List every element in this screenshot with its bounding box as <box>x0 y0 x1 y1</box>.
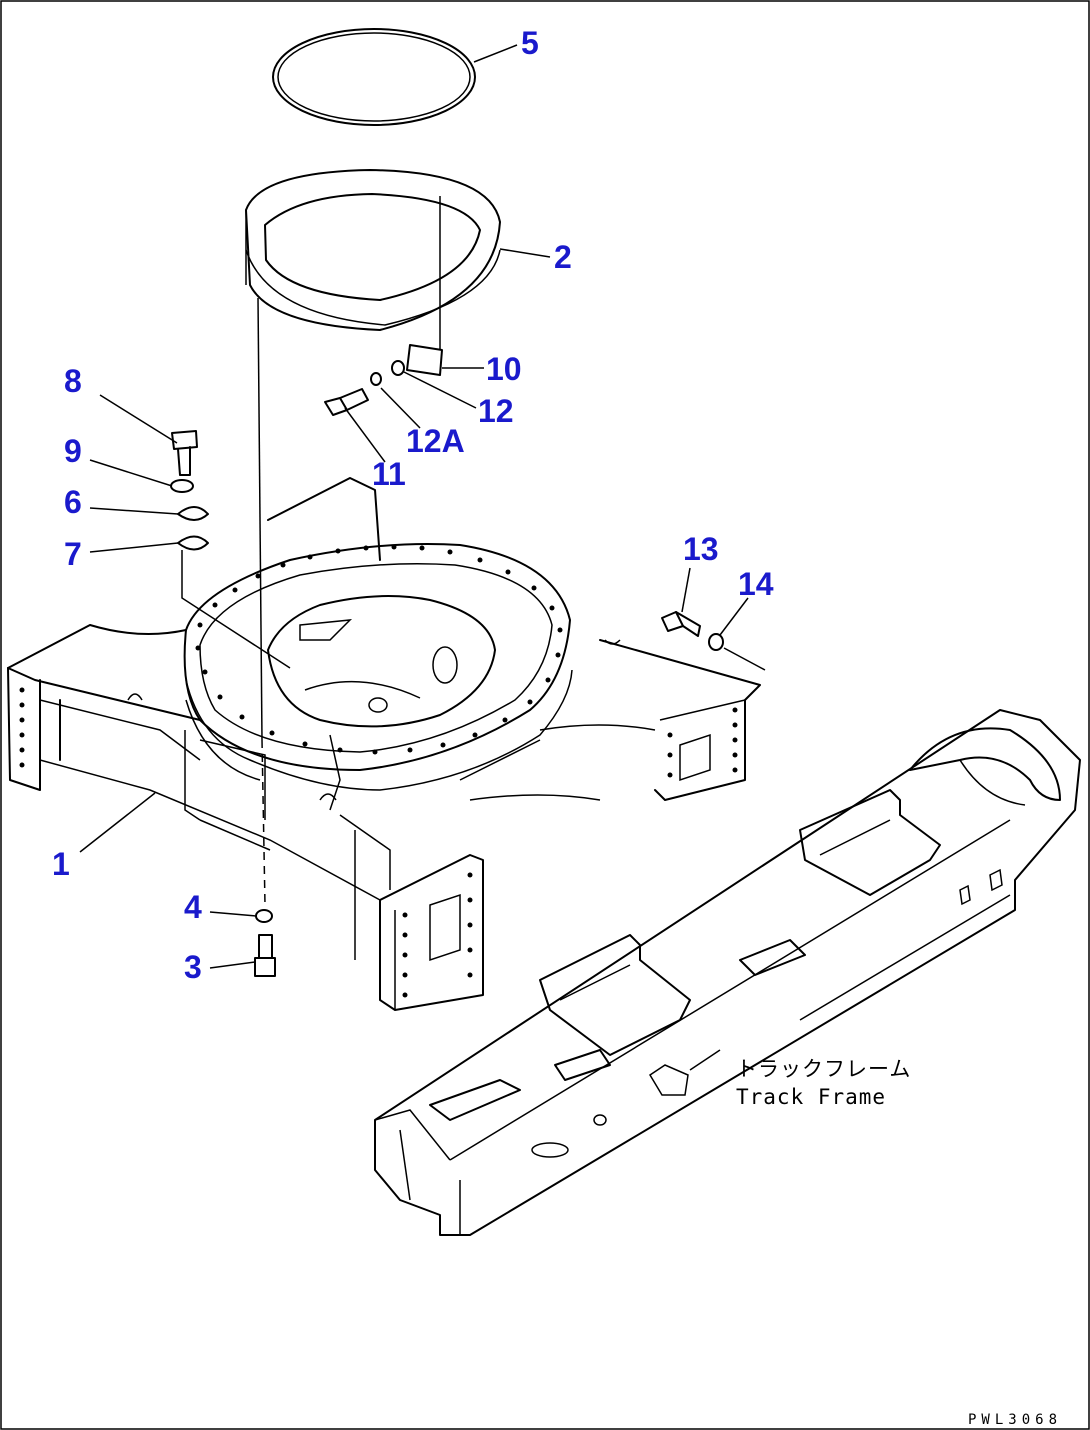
bolt-set-8-9-6-7 <box>170 430 291 669</box>
callout-5: 5 <box>521 25 539 61</box>
track-frame <box>374 709 1081 1236</box>
track-frame-label-japanese: トラックフレーム <box>736 1057 911 1081</box>
callout-11: 11 <box>372 456 406 492</box>
callout-7: 7 <box>64 536 82 572</box>
callout-12: 12 <box>478 393 514 429</box>
ring-bolt-holes <box>195 544 563 755</box>
callout-13: 13 <box>683 531 719 567</box>
callout-1: 1 <box>52 846 70 882</box>
callout-14: 14 <box>738 566 774 602</box>
callout-6: 6 <box>64 484 82 520</box>
drawing-code: PWL3068 <box>968 1412 1062 1428</box>
callout-10: 10 <box>486 351 522 387</box>
leader-lines <box>79 44 749 969</box>
bolt-washer-set-11-12 <box>324 360 405 416</box>
seal-ring-part <box>272 28 476 126</box>
front-plate-holes <box>402 872 473 998</box>
right-plate-holes <box>667 707 738 778</box>
shim-plate-part <box>406 196 443 376</box>
track-frame-label-english: Track Frame <box>736 1085 886 1109</box>
left-beam-holes <box>19 687 25 768</box>
bolt-set-3-4 <box>254 297 276 977</box>
car-body-frame-part <box>7 477 761 1011</box>
callout-9: 9 <box>64 433 82 469</box>
callout-12a: 12A <box>406 423 465 459</box>
callout-8: 8 <box>64 363 82 399</box>
swing-circle-part <box>245 169 501 331</box>
callout-4: 4 <box>184 889 202 925</box>
callout-3: 3 <box>184 949 202 985</box>
bolt-set-13-14 <box>661 611 766 671</box>
callout-2: 2 <box>554 239 572 275</box>
